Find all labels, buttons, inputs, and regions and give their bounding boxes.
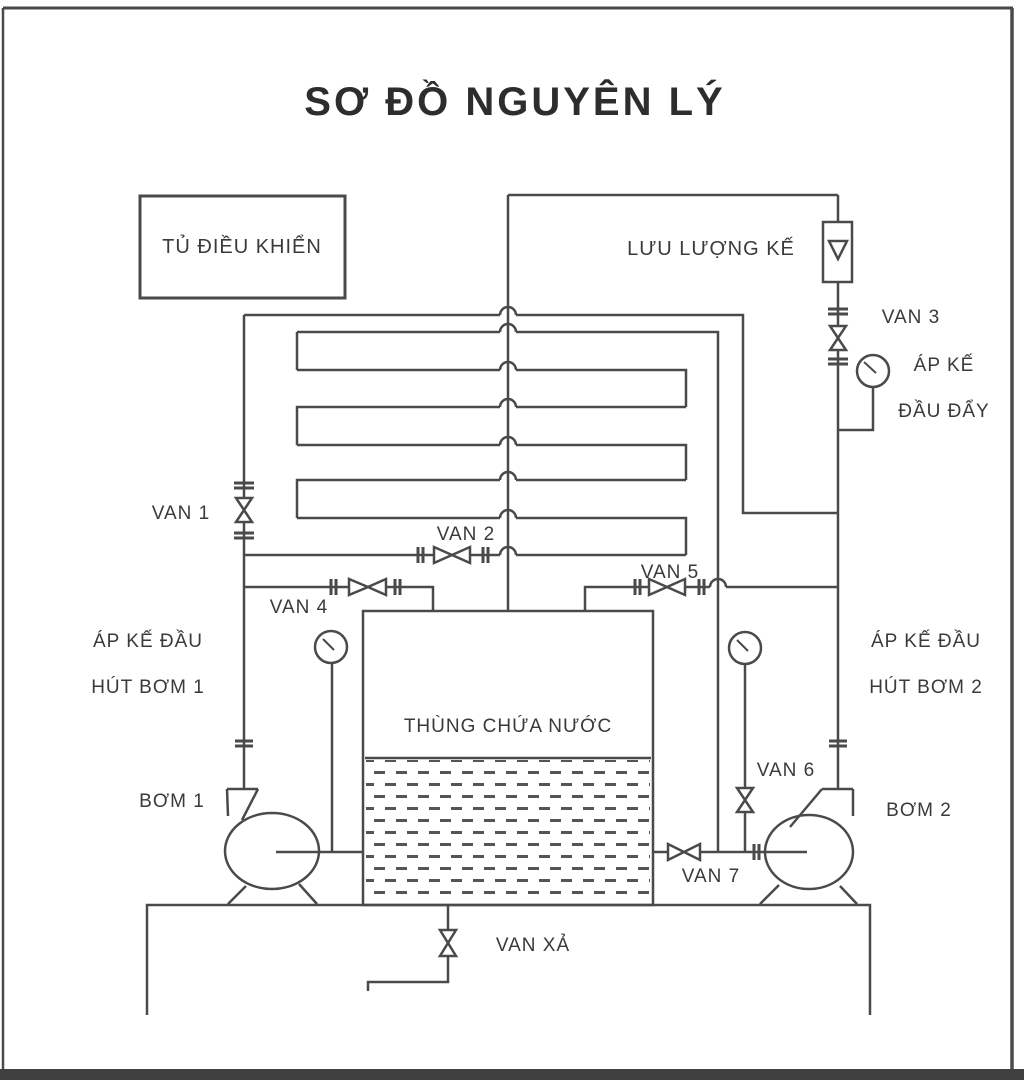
van-xa-label: VAN XẢ <box>495 935 571 956</box>
discharge-gauge-label: ÁP KẾ ĐẦU ĐẨY <box>898 355 990 422</box>
pump1-symbol <box>223 787 363 905</box>
valve-van2-icon <box>416 545 490 565</box>
van6-label: VAN 6 <box>756 760 816 781</box>
van2-label: VAN 2 <box>436 524 496 545</box>
tank-label: THÙNG CHỨA NƯỚC <box>403 716 613 737</box>
suction1-gauge-icon <box>313 629 349 852</box>
base-platform <box>145 903 872 1015</box>
van7-label: VAN 7 <box>681 866 741 887</box>
rotameter-float-icon <box>826 239 850 262</box>
valve-van6-icon <box>734 786 756 814</box>
valve-van7-icon <box>666 841 761 863</box>
flange-marks <box>235 739 847 748</box>
discharge-gauge-icon <box>838 353 891 432</box>
valve-van1-icon <box>233 481 255 540</box>
van5-label: VAN 5 <box>640 562 700 583</box>
suction2-gauge-icon <box>727 630 763 852</box>
suction2-gauge-label: ÁP KẾ ĐẦU HÚT BƠM 2 <box>869 631 983 698</box>
suction1-gauge-label: ÁP KẾ ĐẦU HÚT BƠM 1 <box>91 631 205 698</box>
page-border <box>1 6 1014 1069</box>
valve-van4-branch <box>244 577 435 611</box>
van1-label: VAN 1 <box>151 503 211 524</box>
pump1-label: BƠM 1 <box>139 791 205 812</box>
van4-label: VAN 4 <box>269 597 329 618</box>
van3-label: VAN 3 <box>881 307 941 328</box>
control-cabinet-label: TỦ ĐIỀU KHIỂN <box>162 236 322 258</box>
pump2-label: BƠM 2 <box>886 800 952 821</box>
control-cabinet-box <box>138 194 347 300</box>
heat-exchanger-coil <box>244 305 838 852</box>
drain-line <box>366 905 459 991</box>
bottom-bar <box>0 1069 1024 1080</box>
page-title: SƠ ĐỒ NGUYÊN LÝ <box>304 80 726 124</box>
tank-water <box>366 760 650 903</box>
valve-van5-branch <box>583 577 838 611</box>
valve-van3-icon <box>827 307 849 366</box>
flow-meter-symbol <box>821 220 854 284</box>
flow-meter-label: LƯU LƯỢNG KẾ <box>627 238 795 260</box>
